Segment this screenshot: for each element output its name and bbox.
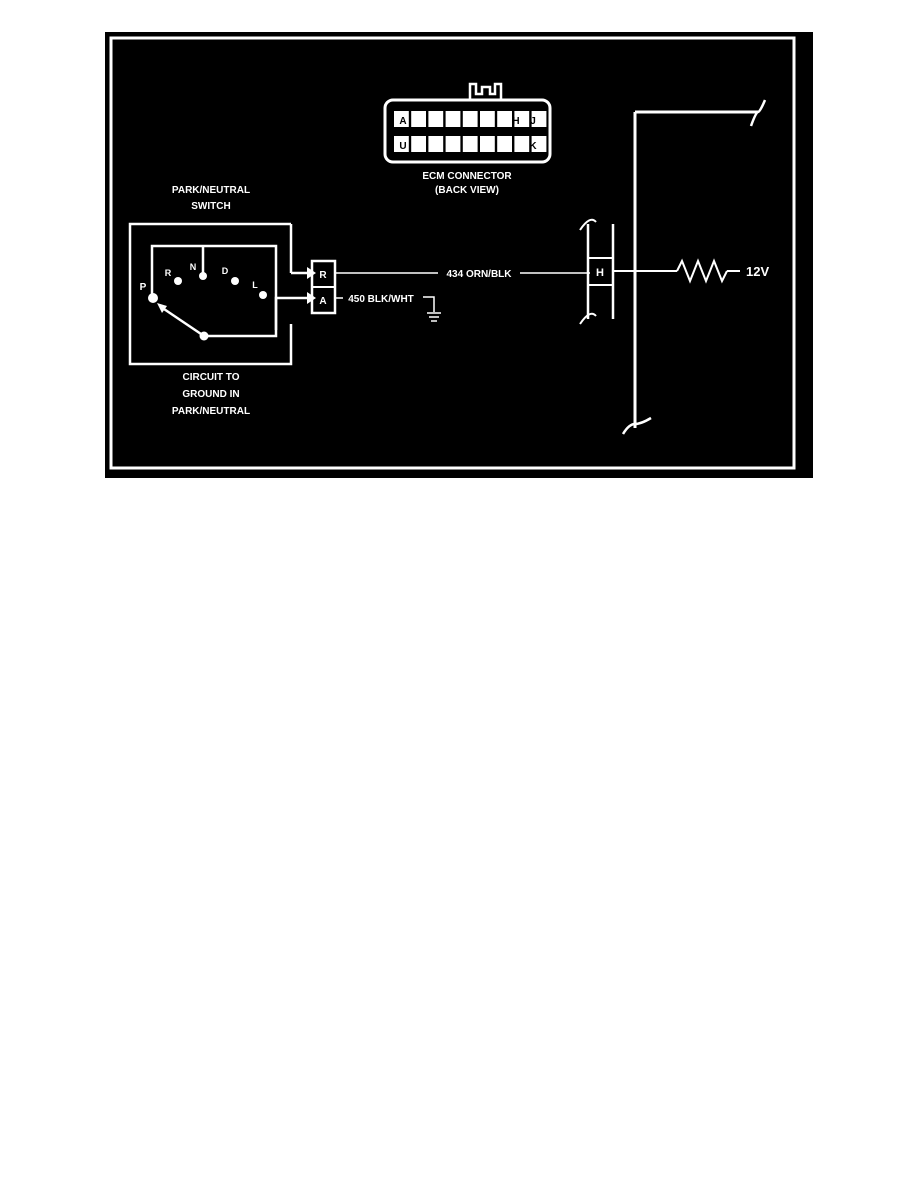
connector-cavity (428, 111, 444, 127)
ecm-connector-title: ECM CONNECTOR (422, 171, 512, 182)
connector-cavity (428, 136, 444, 152)
connector-top-row (394, 111, 547, 127)
switch-caption-line3: PARK/NEUTRAL (172, 406, 250, 417)
contact-drive (231, 277, 239, 285)
contact-reverse (174, 277, 182, 285)
connector-cavity (445, 136, 461, 152)
pullup-resistor (676, 258, 728, 284)
switch-common-bus (150, 244, 278, 330)
switch-subtitle: SWITCH (191, 201, 230, 212)
contact-low (259, 291, 267, 299)
wiring-diagram-svg: A H J U K ECM CONNECTOR (BACK VIEW) PARK… (109, 36, 796, 470)
ecm-bus-break-top (749, 99, 767, 127)
park-neutral-switch: P R N D L (128, 222, 293, 366)
contact-park (148, 293, 158, 303)
connector-bottom-row (394, 136, 547, 152)
connector-body (383, 98, 552, 164)
connector-cavity (531, 111, 547, 127)
connector-cavity (394, 136, 409, 152)
wiper-arm (160, 305, 205, 338)
connector-cavity (497, 136, 512, 152)
wiper-arrowhead (157, 303, 167, 313)
connector-cavity (480, 136, 495, 152)
connector-lock-tab (468, 82, 503, 100)
connector-cavity (497, 111, 512, 127)
ecm-bus-break-bottom (621, 416, 652, 435)
connector-cavity (445, 111, 461, 127)
connector-cavity (480, 111, 495, 127)
position-label-r: R (165, 268, 172, 278)
ground-wire-label: 450 BLK/WHT (348, 294, 414, 305)
connector-cavity (411, 111, 426, 127)
cavity-label-u: U (399, 141, 406, 152)
ecm-terminal-block: H (579, 218, 615, 325)
ecm-connector-subtitle: (BACK VIEW) (435, 185, 499, 196)
cavity-label-k: K (529, 141, 537, 152)
contact-neutral (199, 272, 207, 280)
switch-housing (128, 222, 293, 366)
supply-voltage-label: 12V (746, 264, 769, 279)
terminal-label-a: A (319, 296, 326, 307)
cavity-label-a: A (399, 116, 406, 127)
ecm-terminal-label-h: H (596, 267, 604, 279)
diagram-frame (109, 36, 796, 470)
position-label-l: L (252, 280, 258, 290)
ecm-internal-bus (621, 99, 767, 435)
position-label-p: P (140, 282, 147, 293)
ecm-block-break-top (579, 218, 597, 231)
position-label-d: D (222, 266, 229, 276)
position-label-n: N (190, 262, 197, 272)
ground-lead (423, 296, 435, 312)
ecm-connector: A H J U K (383, 82, 552, 164)
switch-caption-line1: CIRCUIT TO (182, 372, 239, 383)
wiring-diagram: A H J U K ECM CONNECTOR (BACK VIEW) PARK… (105, 32, 813, 478)
lead-to-a (274, 296, 307, 330)
connector-cavity (514, 111, 530, 127)
connector-cavity (394, 111, 409, 127)
signal-wire-label: 434 ORN/BLK (446, 269, 512, 280)
cavity-label-j: J (530, 116, 536, 127)
wiper-to-terminal (204, 330, 278, 338)
connector-cavity (514, 136, 530, 152)
switch-caption-line2: GROUND IN (182, 389, 239, 400)
cavity-label-h: H (512, 116, 519, 127)
switch-connector: R A (310, 259, 337, 315)
terminal-label-r: R (319, 270, 327, 281)
connector-cavity (462, 111, 478, 127)
connector-cavity (411, 136, 426, 152)
connector-cavity (531, 136, 547, 152)
connector-cavity (462, 136, 478, 152)
switch-title: PARK/NEUTRAL (172, 185, 250, 196)
